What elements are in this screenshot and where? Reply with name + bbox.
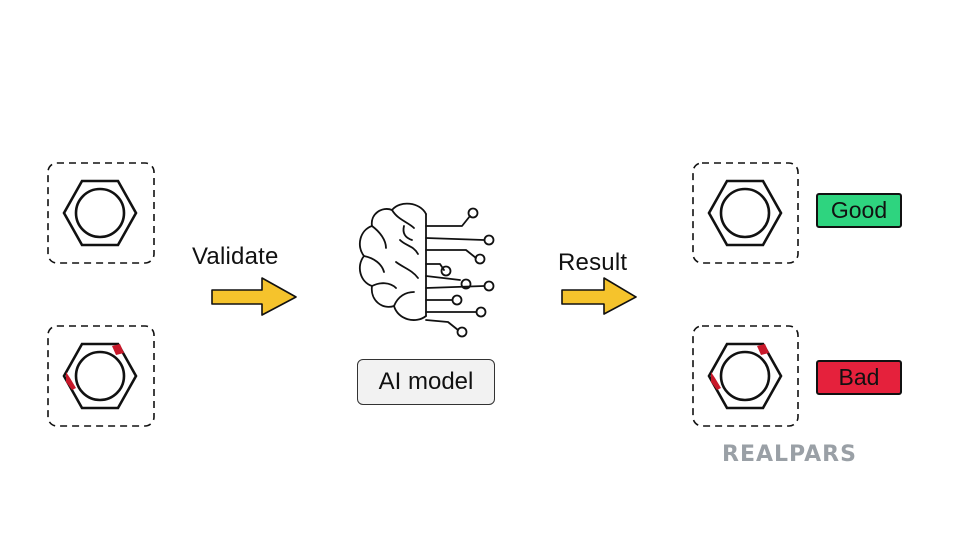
result-label: Result bbox=[558, 249, 628, 276]
hex-nut-icon bbox=[707, 179, 783, 247]
hex-nut-defect-icon bbox=[62, 342, 138, 410]
output-frame-top bbox=[692, 162, 799, 264]
status-badge-bad-label: Bad bbox=[838, 364, 880, 390]
output-nut-good bbox=[692, 162, 799, 264]
ai-model-box: AI model bbox=[357, 359, 495, 405]
hex-nut-defect-icon bbox=[707, 342, 783, 410]
hex-nut-icon bbox=[62, 179, 138, 247]
status-badge-good: Good bbox=[816, 193, 902, 228]
input-frame-top bbox=[47, 162, 155, 264]
status-badge-good-label: Good bbox=[830, 197, 888, 223]
result-arrow-icon bbox=[561, 277, 637, 315]
ai-model-label: AI model bbox=[378, 368, 474, 395]
arrow-right-icon bbox=[211, 277, 297, 316]
realpars-logo: REALPARS bbox=[722, 440, 902, 468]
input-nut-defect bbox=[47, 325, 155, 427]
realpars-logo-text: REALPARS bbox=[722, 441, 857, 467]
output-frame-bottom bbox=[692, 325, 799, 427]
input-frame-bottom bbox=[47, 325, 155, 427]
output-nut-defect bbox=[692, 325, 799, 427]
validate-label: Validate bbox=[192, 243, 279, 270]
brain-circuit-icon bbox=[358, 202, 495, 338]
status-badge-bad: Bad bbox=[816, 360, 902, 395]
input-nut-good bbox=[47, 162, 155, 264]
